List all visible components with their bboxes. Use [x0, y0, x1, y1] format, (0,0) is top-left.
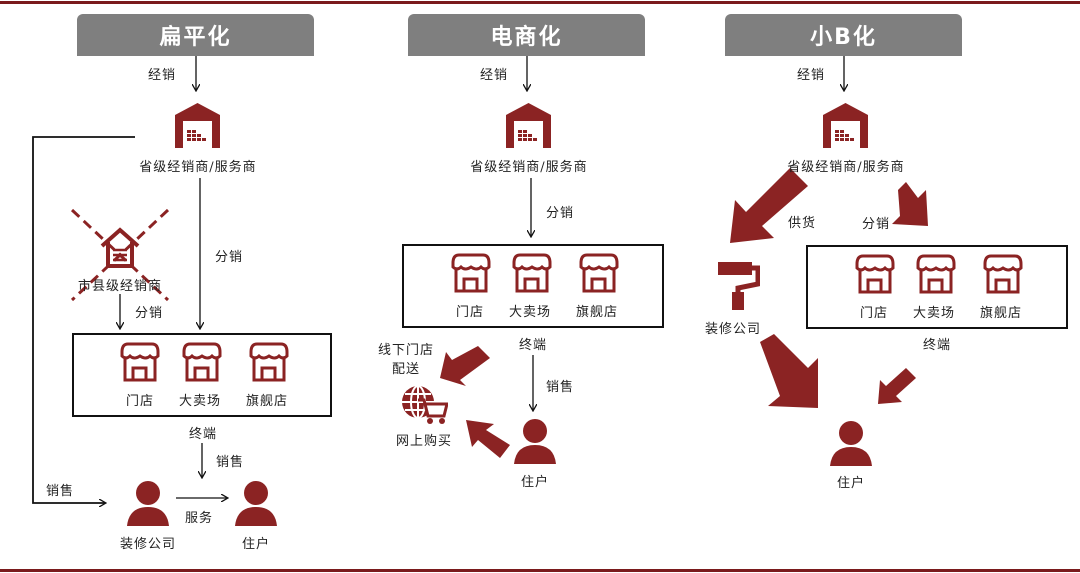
store-label: 门店 [126, 394, 155, 409]
store-icon [579, 253, 619, 293]
label-ecom-terminal: 终端 [518, 338, 548, 353]
big-arrow-reno-to-resident [760, 334, 818, 408]
label-flat-resident: 住户 [241, 537, 271, 552]
bottom-rule [0, 569, 1080, 572]
big-arrow-distribute [892, 182, 928, 226]
store-icon [451, 253, 491, 293]
warehouse-icon [175, 103, 220, 148]
label-flat-dist-left: 分销 [135, 306, 164, 321]
big-arrow-online-buy [466, 420, 510, 458]
label-ecom-offline-2: 配送 [391, 362, 421, 377]
person-icon [235, 481, 277, 526]
panel-header-ecommerce: 电商化 [408, 14, 645, 56]
label-ecom-dist: 分销 [546, 206, 575, 221]
top-rule [0, 1, 1080, 4]
person-icon [514, 419, 556, 464]
store-label: 大卖场 [509, 305, 552, 320]
store-label: 旗舰店 [246, 394, 289, 409]
label-smallb-distributor: 省级经销商/服务商 [787, 160, 905, 175]
person-icon [830, 421, 872, 466]
paint-roller-icon [718, 262, 760, 310]
label-smallb-renovation: 装修公司 [704, 322, 762, 337]
terminal-box-small-b [806, 245, 1068, 329]
label-flat-sales: 销售 [216, 455, 245, 470]
label-smallb-resident: 住户 [836, 476, 866, 491]
person-icon [127, 481, 169, 526]
panel-header-flat: 扁平化 [77, 14, 314, 56]
house-icon [100, 227, 140, 268]
store-icon [512, 253, 552, 293]
label-smallb-dist: 分销 [862, 217, 891, 232]
label-flat-terminal: 终端 [188, 427, 218, 442]
store-label: 门店 [456, 305, 485, 320]
label-ecom-online: 网上购买 [395, 434, 453, 449]
label-smallb-jingxiao: 经销 [797, 68, 826, 83]
label-flat-service: 服务 [185, 511, 214, 526]
label-ecom-sales: 销售 [546, 380, 575, 395]
label-ecom-distributor: 省级经销商/服务商 [470, 160, 588, 175]
label-flat-jingxiao: 经销 [148, 68, 177, 83]
store-label: 旗舰店 [576, 305, 619, 320]
store-icon [182, 342, 222, 382]
warehouse-icon [823, 103, 868, 148]
label-flat-renovation: 装修公司 [119, 537, 177, 552]
terminal-box-flat [72, 333, 332, 417]
big-arrow-offline-delivery [440, 346, 490, 386]
label-flat-dist-right: 分销 [215, 250, 244, 265]
big-arrow-supply [730, 168, 808, 243]
store-icon [983, 254, 1023, 294]
store-label: 大卖场 [913, 306, 956, 321]
store-label: 门店 [860, 306, 889, 321]
label-flat-side-sales: 销售 [46, 484, 75, 499]
store-icon [916, 254, 956, 294]
online-shopping-icon [402, 385, 448, 424]
label-smallb-terminal: 终端 [922, 338, 952, 353]
store-icon [855, 254, 895, 294]
store-label: 旗舰店 [980, 306, 1023, 321]
store-icon [120, 342, 160, 382]
terminal-box-ecommerce [402, 244, 664, 328]
store-icon [249, 342, 289, 382]
label-ecom-offline-1: 线下门店 [377, 343, 435, 358]
big-arrow-terminal-to-resident [878, 368, 916, 404]
label-flat-county: 市县级经销商 [77, 279, 163, 294]
store-label: 大卖场 [179, 394, 222, 409]
label-ecom-jingxiao: 经销 [480, 68, 509, 83]
line-flat-side [32, 136, 135, 503]
panel-header-small-b: 小B化 [725, 14, 962, 56]
warehouse-icon [506, 103, 551, 148]
label-smallb-supply: 供货 [788, 216, 817, 231]
label-flat-distributor: 省级经销商/服务商 [139, 160, 257, 175]
label-ecom-resident: 住户 [520, 475, 550, 490]
